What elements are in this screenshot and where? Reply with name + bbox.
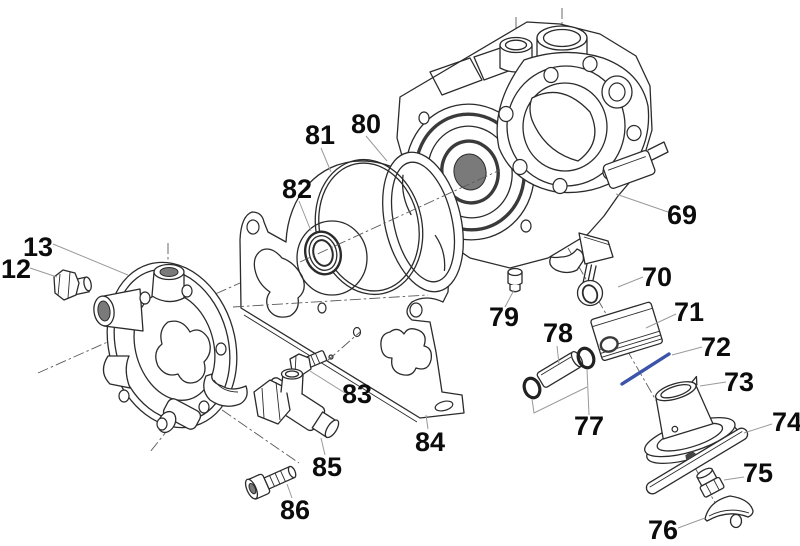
part-label-80: 80: [351, 109, 381, 139]
part-label-81: 81: [305, 120, 335, 150]
part-label-86: 86: [280, 495, 310, 525]
part-75-nut: [696, 467, 725, 498]
part-13-cover-flange: [93, 261, 248, 434]
part-label-79: 79: [489, 302, 519, 332]
part-label-69: 69: [667, 200, 697, 230]
part-71-piston: [590, 301, 663, 362]
assembly-centerlines-over: [232, 169, 501, 362]
part-85-fitting: [253, 368, 340, 439]
part-label-73: 73: [724, 367, 754, 397]
part-label-84: 84: [415, 427, 445, 457]
part-label-76: 76: [648, 515, 678, 545]
part-label-13: 13: [23, 232, 53, 262]
part-86-screw: [244, 465, 297, 500]
part-74-plate: [645, 427, 749, 495]
part-label-71: 71: [674, 297, 704, 327]
part-80-support-ring: [382, 151, 464, 293]
part-label-74: 74: [772, 407, 800, 437]
part-69-housing: [396, 21, 669, 269]
part-label-70: 70: [642, 262, 672, 292]
part-label-85: 85: [312, 452, 342, 482]
leader-lines: [29, 135, 773, 529]
part-label-83: 83: [342, 379, 372, 409]
part-12-plug: [53, 269, 92, 301]
part-82-oil-seal: [304, 230, 342, 276]
part-label-82: 82: [282, 174, 312, 204]
part-label-72: 72: [701, 332, 731, 362]
part-79-plug: [507, 267, 523, 293]
part-label-77: 77: [574, 411, 604, 441]
part-70-connecting-rod: [549, 232, 614, 307]
part-label-12: 12: [1, 254, 31, 284]
part-label-78: 78: [543, 318, 573, 348]
part-77-o-rings: [522, 346, 596, 400]
part-72-piston-ring-highlighted: [620, 352, 671, 386]
part-76-cap: [704, 495, 754, 529]
part-label-75: 75: [743, 458, 773, 488]
part-labels: 12 13 69 70 71 72 73 74 75 76 77 78 79 8…: [1, 109, 800, 545]
